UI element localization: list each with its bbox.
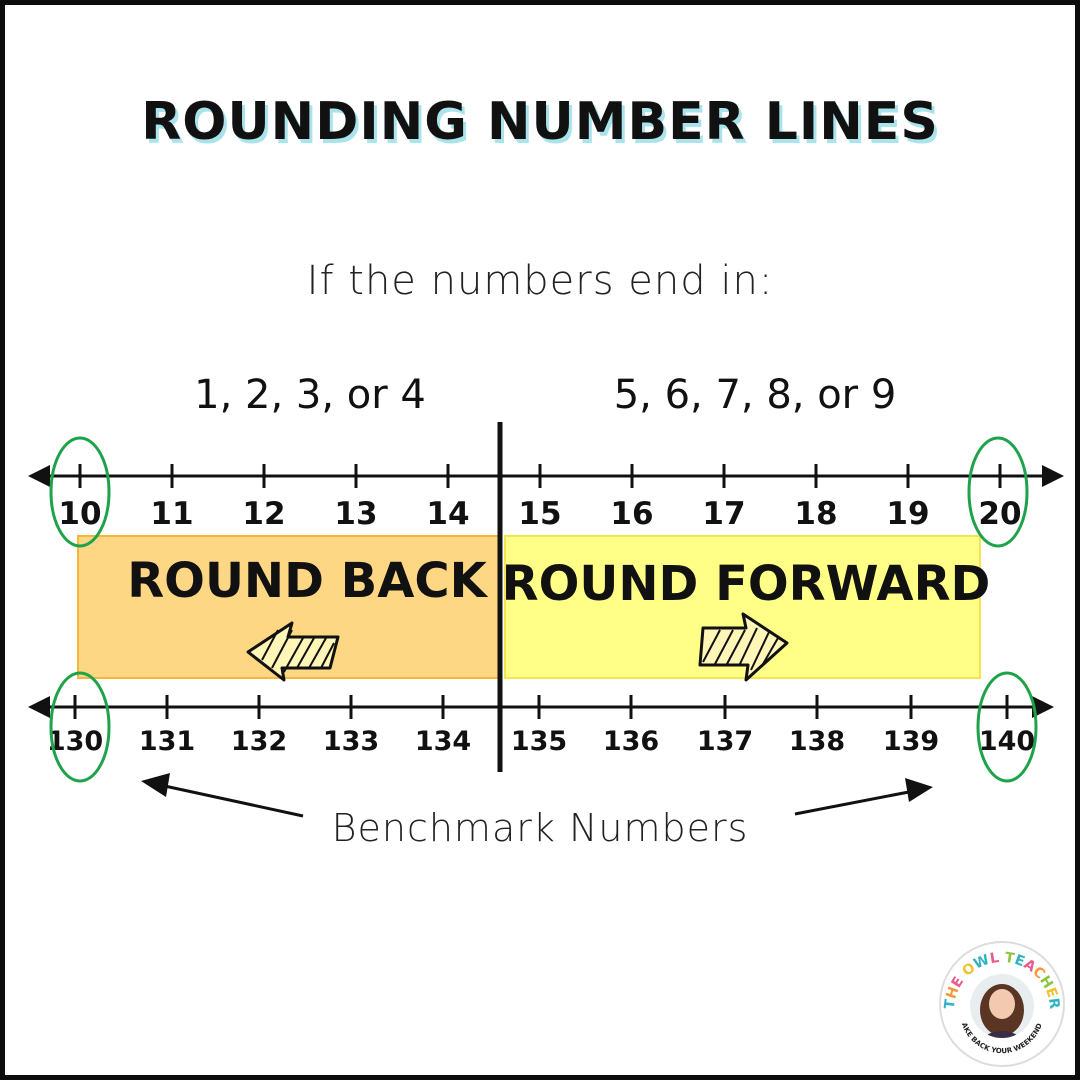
- top-number-label: 17: [702, 496, 745, 532]
- round-down-digits: 1, 2, 3, or 4: [194, 372, 426, 418]
- top-number-label: 12: [242, 496, 285, 532]
- bottom-number-label: 136: [603, 726, 659, 757]
- bottom-number-label: 132: [231, 726, 287, 757]
- round-forward-label: ROUND FORWARD: [502, 556, 991, 612]
- page-title: Rounding Number Lines: [141, 92, 939, 152]
- bottom-number-label: 135: [511, 726, 567, 757]
- top-number-label: 10: [58, 496, 101, 532]
- bottom-number-label: 131: [139, 726, 195, 757]
- arrow-left-icon: [246, 621, 340, 682]
- right-arrowhead: [1042, 465, 1064, 487]
- bottom-number-label: 134: [415, 726, 471, 757]
- bottom-number-label: 130: [47, 726, 103, 757]
- benchmark-circle-20: [967, 436, 1029, 548]
- bottom-number-label: 140: [979, 726, 1035, 757]
- round-up-digits: 5, 6, 7, 8, or 9: [613, 372, 897, 418]
- top-number-label: 15: [518, 496, 561, 532]
- bottom-number-label: 139: [883, 726, 939, 757]
- benchmark-arrow-right-icon: [794, 778, 933, 816]
- top-number-line: 10 11 12 13 14 15 16 17 18 19 20: [28, 464, 1064, 532]
- top-number-label: 14: [426, 496, 469, 532]
- bottom-number-label: 137: [697, 726, 753, 757]
- benchmark-circle-140: [976, 671, 1038, 783]
- top-number-label: 16: [610, 496, 653, 532]
- avatar: [970, 974, 1034, 1038]
- arrow-right-icon: [698, 612, 789, 682]
- top-number-label: 19: [886, 496, 929, 532]
- top-number-label: 13: [334, 496, 377, 532]
- top-number-label: 20: [978, 496, 1021, 532]
- benchmark-arrow-left-icon: [141, 773, 304, 818]
- left-arrowhead: [28, 696, 50, 718]
- bottom-number-label: 138: [789, 726, 845, 757]
- benchmark-caption: Benchmark Numbers: [331, 806, 749, 850]
- top-number-label: 11: [150, 496, 193, 532]
- subtitle: If the numbers end in:: [306, 258, 774, 304]
- left-arrowhead: [28, 465, 50, 487]
- round-back-label: ROUND BACK: [127, 553, 488, 609]
- benchmark-circle-130: [49, 671, 111, 783]
- bottom-number-label: 133: [323, 726, 379, 757]
- bottom-number-line: 130 131 132 133 134 135 136 137 138 139 140: [28, 695, 1054, 757]
- top-number-label: 18: [794, 496, 837, 532]
- right-arrowhead: [1032, 696, 1054, 718]
- benchmark-circle-10: [49, 436, 111, 548]
